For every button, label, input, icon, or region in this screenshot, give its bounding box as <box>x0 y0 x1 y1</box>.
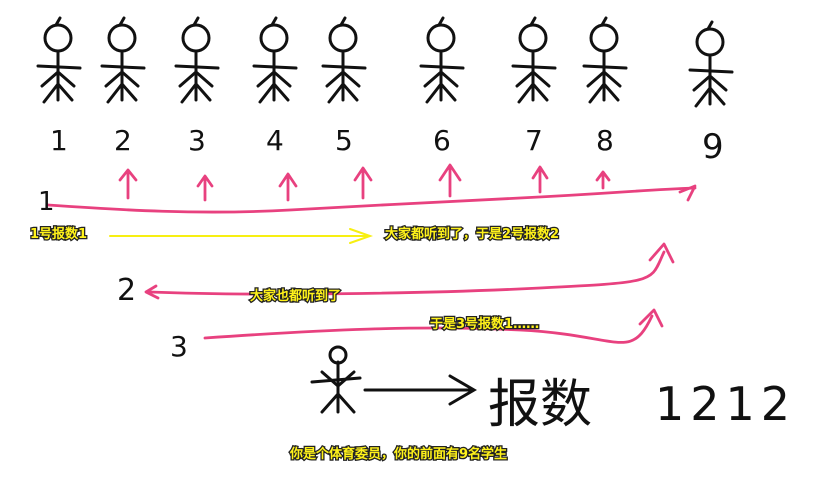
legend-arrow-icon <box>363 374 477 406</box>
legend: 报数 1212 <box>310 345 796 435</box>
stick-figure <box>511 16 557 104</box>
round-label-3: 3 <box>170 330 188 363</box>
figure-number: 6 <box>433 124 451 157</box>
yellow-arrow <box>109 228 374 244</box>
figure-number: 7 <box>525 124 543 157</box>
caption-heard-reports2: 大家都听到了，于是2号报数2 <box>385 226 559 242</box>
stick-figure <box>36 16 82 104</box>
caption-student1-reports: 1号报数1 <box>30 226 87 242</box>
figure-number: 5 <box>335 124 353 157</box>
figure-number: 3 <box>188 124 206 157</box>
round-3-line <box>203 308 664 344</box>
stick-figure <box>582 16 628 104</box>
figure-number: 9 <box>702 127 724 167</box>
round-label-2: 2 <box>117 273 136 308</box>
stick-figure <box>100 16 146 104</box>
round-2-line <box>144 242 675 300</box>
stick-figure <box>252 16 298 104</box>
stick-figure <box>321 16 367 104</box>
figure-number: 4 <box>266 124 284 157</box>
legend-figure-icon <box>310 345 362 414</box>
caption-reports3: 于是3号报数1…… <box>430 316 539 332</box>
caption-scenario: 你是个体育委员，你的前面有9名学生 <box>289 446 507 462</box>
figure-numbers: 1 2 3 4 5 6 7 8 9 <box>50 124 724 167</box>
legend-count-word: 报数 <box>488 375 592 435</box>
legend-sequence: 1212 <box>655 377 796 431</box>
round-label-1: 1 <box>38 187 55 217</box>
figure-number: 1 <box>50 124 68 157</box>
stick-figure <box>419 16 465 104</box>
round-labels: 1 2 3 <box>38 187 188 363</box>
round-1-broadcast-line <box>46 163 697 214</box>
stick-figure <box>688 20 734 108</box>
stick-figure <box>174 16 220 104</box>
stick-figures <box>36 16 734 108</box>
figure-number: 2 <box>114 124 132 157</box>
figure-number: 8 <box>596 124 614 157</box>
caption-also-heard: 大家也都听到了 <box>250 288 341 304</box>
